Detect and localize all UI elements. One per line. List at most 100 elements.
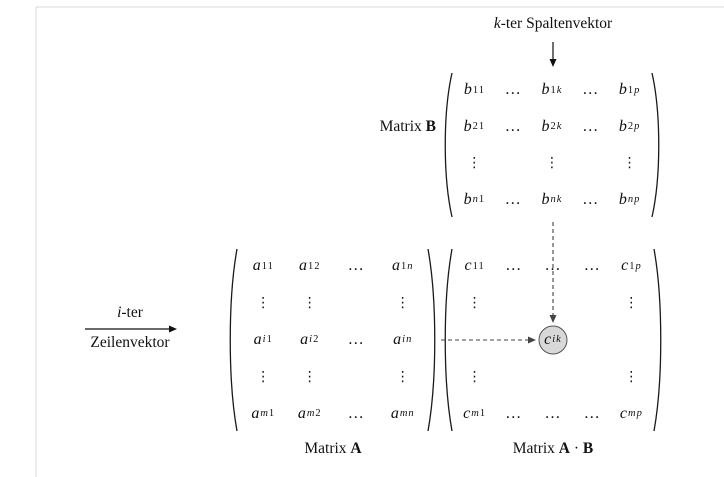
matrix-b-label: Matrix B — [320, 118, 436, 136]
matrix-a-left-paren — [229, 248, 238, 432]
matrix-cell: ⋮ — [544, 155, 559, 172]
matrix-cell: ⋮ — [622, 155, 637, 172]
matrix-a-right-paren — [427, 248, 436, 432]
column-vector-label-rest: -ter Spaltenvektor — [500, 15, 613, 32]
matrix-product-right-paren — [653, 248, 662, 432]
column-vector-arrow-icon — [549, 42, 557, 67]
matrix-cell — [455, 322, 494, 359]
matrix-cell: ⋮ — [256, 368, 271, 385]
matrix-a-caption-bold: A — [350, 440, 362, 457]
row-vector-label-i: i — [117, 304, 122, 321]
matrix-cell: ⋮ — [302, 368, 317, 385]
matrix-product-caption-a: A — [558, 440, 570, 457]
matrix-cell — [494, 145, 533, 182]
matrix-cell: ⋮ — [624, 295, 639, 312]
matrix-cell — [494, 285, 533, 322]
dashed-row-arrow-icon — [441, 336, 536, 344]
matrix-cell: … — [582, 117, 600, 135]
matrix-b-label-prefix: Matrix — [379, 118, 426, 135]
dashed-column-arrow-icon — [549, 222, 557, 323]
matrix-cell: ⋮ — [467, 155, 482, 172]
matrix-cell: ⋮ — [302, 295, 317, 312]
matrix-a-caption-prefix: Matrix — [304, 440, 351, 457]
matrix-product-caption-prefix: Matrix — [512, 440, 559, 457]
matrix-product-caption-dot: · — [570, 440, 583, 457]
highlight-circle — [538, 325, 568, 355]
matrix-cell: … — [582, 190, 600, 208]
row-vector-arrow-head — [169, 325, 177, 333]
row-vector-label-rest: -ter — [121, 304, 143, 321]
matrix-b-right-paren — [651, 72, 660, 218]
matrix-cell — [573, 358, 612, 395]
row-vector-arrow-icon — [85, 325, 177, 333]
matrix-cell: … — [347, 404, 365, 422]
matrix-b-label-bold: B — [425, 118, 436, 135]
row-vector-label-top: i-ter — [80, 304, 180, 322]
matrix-cell: … — [582, 81, 600, 99]
matrix-cell: ⋮ — [624, 368, 639, 385]
matrix-cell: … — [544, 404, 562, 422]
matrix-cell — [333, 285, 380, 322]
matrix-product-caption-b: B — [582, 440, 594, 457]
matrix-cell: … — [505, 257, 523, 275]
matrix-cell — [571, 145, 610, 182]
matrix-cell — [612, 322, 651, 359]
matrix-cell — [573, 322, 612, 359]
matrix-a-caption: Matrix A — [240, 440, 426, 458]
matrix-cell — [533, 358, 572, 395]
matrix-cell — [333, 358, 380, 395]
matrix-cell — [533, 285, 572, 322]
matrix-product-left-paren — [444, 248, 453, 432]
matrix-cell: … — [505, 404, 523, 422]
matrix-cell: … — [583, 404, 601, 422]
matrix-cell: ⋮ — [395, 368, 410, 385]
matrix-cell: … — [583, 257, 601, 275]
column-vector-label-k: k — [493, 15, 501, 32]
matrix-cell — [573, 285, 612, 322]
dashed-row-arrow-head — [528, 336, 536, 344]
matrix-product-caption: Matrix A · B — [441, 440, 665, 458]
matrix-cell: … — [347, 330, 365, 348]
matrix-cell: ⋮ — [256, 295, 271, 312]
matrix-cell: ⋮ — [395, 295, 410, 312]
column-vector-label: k-ter Spaltenvektor — [443, 15, 663, 33]
matrix-cell: … — [347, 257, 365, 275]
column-vector-arrow-head — [549, 59, 557, 67]
matrix-cell — [494, 322, 533, 359]
matrix-cell: ⋮ — [467, 295, 482, 312]
matrix-cell: … — [504, 117, 522, 135]
dashed-column-arrow-head — [549, 315, 557, 323]
matrix-cell: … — [504, 190, 522, 208]
matrix-cell — [494, 358, 533, 395]
matrix-cell: … — [504, 81, 522, 99]
matrix-cell: … — [544, 257, 562, 275]
